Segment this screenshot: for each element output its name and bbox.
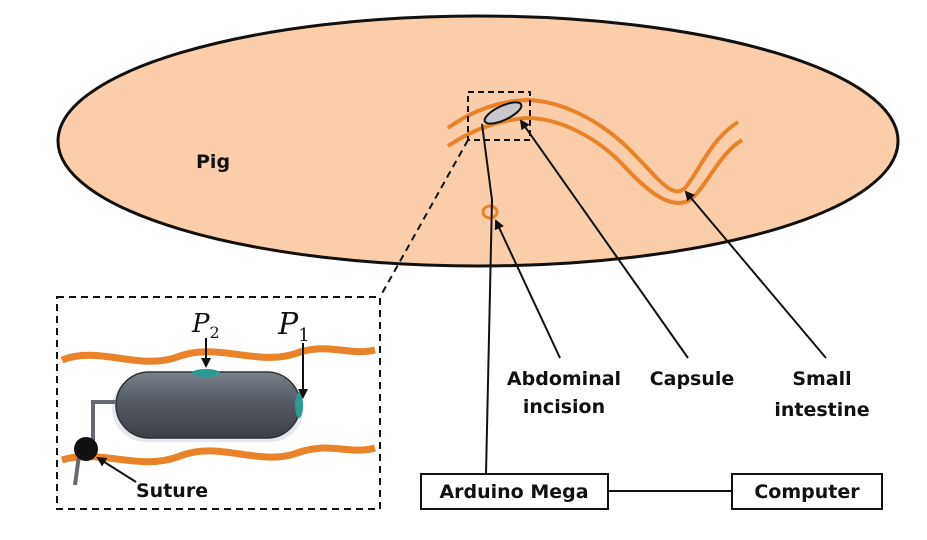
- computer-box: [731, 473, 883, 510]
- p1-label: P1: [277, 307, 310, 346]
- sensor-p2: [192, 369, 220, 377]
- pig-label: Pig: [196, 151, 230, 173]
- suture-knot: [74, 437, 98, 461]
- abdominal-incision-label-line1: Abdominal: [507, 368, 621, 390]
- zoom-connector: [379, 139, 469, 298]
- inset-capsule: [115, 371, 301, 439]
- abdominal-incision-label-line2: incision: [523, 396, 605, 418]
- arduino-box: [420, 473, 609, 510]
- p2-label: P2: [191, 309, 220, 342]
- small-intestine-label-line2: intestine: [774, 399, 869, 421]
- sensor-p1: [295, 392, 303, 418]
- arrow-capsule: [519, 119, 689, 359]
- inset-wall-bottom: [60, 444, 376, 466]
- arrow-suture: [96, 456, 137, 483]
- zoom-region-box: [467, 91, 531, 141]
- suture-label: Suture: [136, 480, 208, 502]
- wire: [481, 123, 494, 475]
- inset-zoom-view: P2 P1 Suture: [56, 296, 381, 510]
- capsule-small: [483, 101, 523, 125]
- capsule-label: Capsule: [650, 368, 735, 390]
- inset-wall-top: [60, 345, 376, 365]
- small-intestine-label-line1: Small: [792, 368, 851, 390]
- arrow-small-intestine: [684, 190, 827, 359]
- arrow-abdominal-incision: [494, 219, 561, 359]
- computer-label: Computer: [754, 481, 860, 503]
- arduino-label: Arduino Mega: [439, 481, 588, 503]
- abdominal-incision-marker: [481, 204, 499, 220]
